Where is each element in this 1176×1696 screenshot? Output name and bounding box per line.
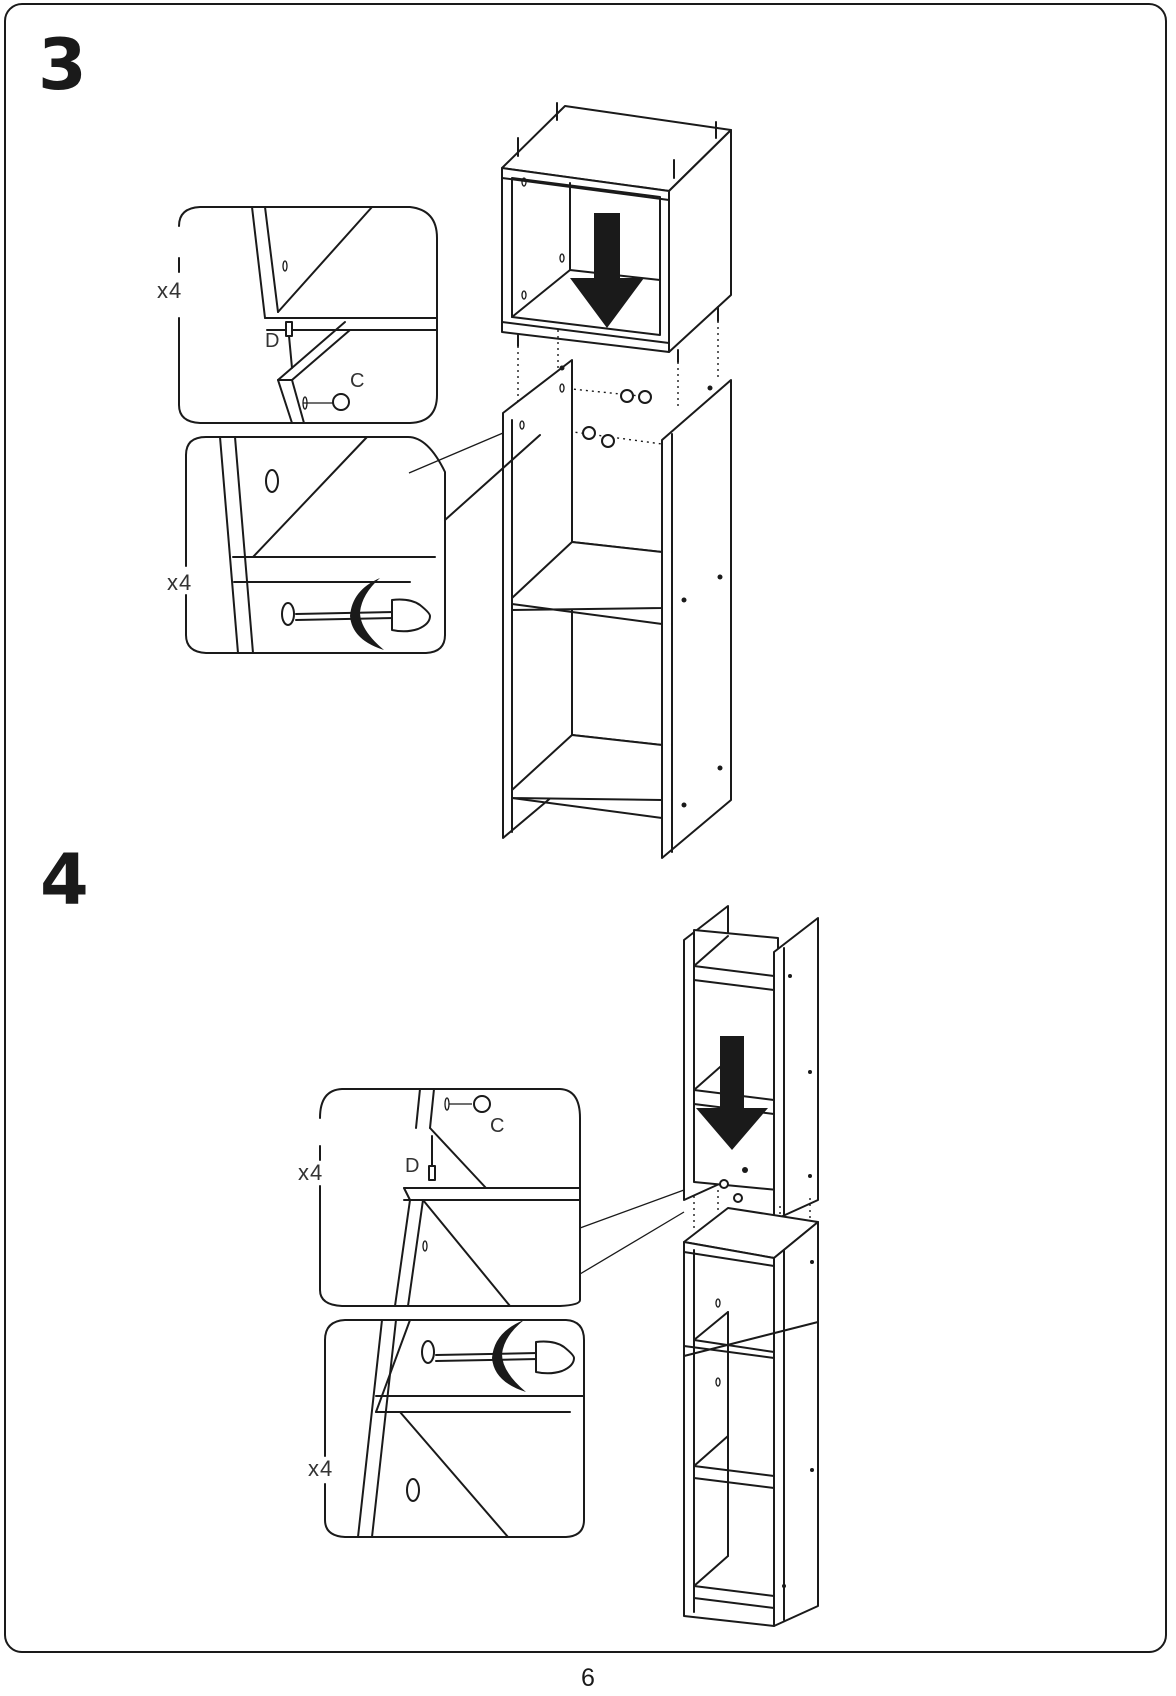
right-side-panel [661, 379, 732, 859]
step-3-bottom-carcass [502, 359, 732, 859]
step-3-detail-bottom [185, 434, 541, 654]
page-frame [4, 3, 1167, 1653]
step-3-detail-top [178, 206, 438, 424]
step-4-top-quantity: x4 [298, 1160, 324, 1185]
step-4-part-c-label: C [490, 1115, 505, 1137]
step-3-part-c-label: C [350, 370, 365, 392]
step-4-part-d-label: D [405, 1155, 420, 1177]
step-3-alignment-lines [517, 321, 719, 445]
screwdriver-handle-icon [391, 598, 431, 633]
step-3-bottom-quantity: x4 [167, 570, 193, 595]
step-4-detail-bottom [324, 1319, 585, 1538]
step-3-top-quantity: x4 [157, 278, 183, 303]
step-4-number: 4 [40, 839, 89, 921]
step-3-top-cube [501, 102, 732, 363]
step-4-top-unit [683, 905, 819, 1221]
screwdriver-handle-icon [535, 1340, 575, 1375]
down-arrow-icon [696, 1036, 768, 1150]
rotate-arrow-icon [492, 1320, 526, 1392]
down-arrow-icon [570, 213, 644, 328]
cube-opening [511, 177, 661, 336]
lower-right-panel [773, 1221, 819, 1627]
step-3-number: 3 [38, 24, 87, 106]
page-number: 6 [581, 1664, 595, 1692]
step-4-detail-top [319, 1088, 685, 1307]
step-4-bottom-quantity: x4 [308, 1456, 334, 1481]
step-3-part-d-label: D [265, 330, 280, 352]
step-4-bottom-unit [683, 1207, 819, 1627]
rotate-arrow-icon [350, 578, 384, 650]
